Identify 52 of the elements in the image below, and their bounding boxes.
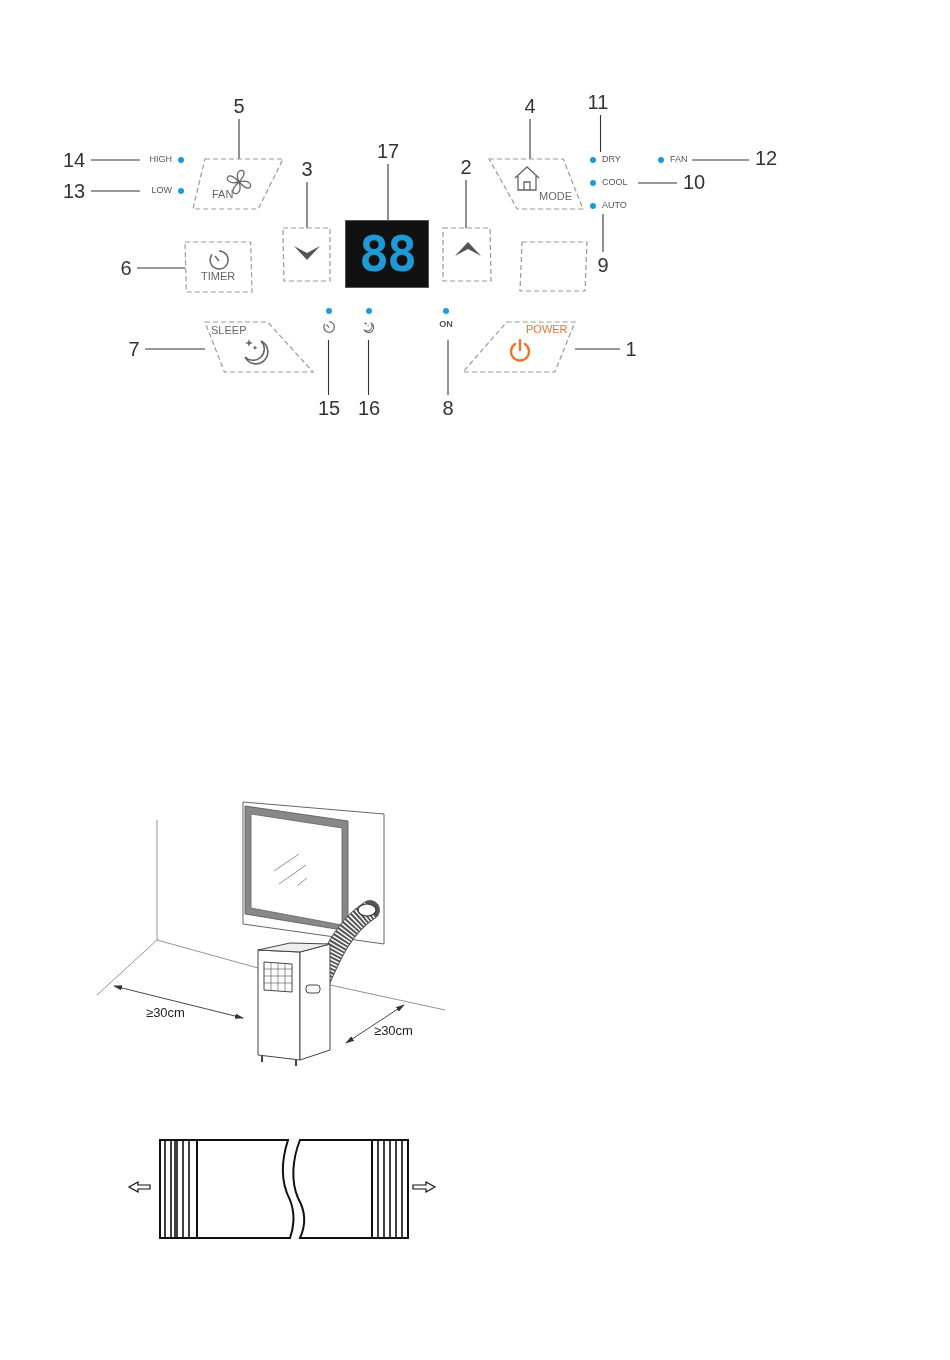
leader-line [367,339,370,396]
sleep-button: SLEEP [205,322,313,372]
callout-number: 7 [127,338,141,360]
indicator-light: AUTO [590,198,636,214]
dimension-label: ≥30cm [146,1006,185,1019]
callout-number: 3 [300,158,314,180]
leader-line [144,348,206,350]
leader-line [90,159,141,161]
dimension-label: ≥30cm [374,1024,413,1037]
callout-number: 5 [232,95,246,117]
led-display: 88 [345,220,429,288]
leader-line [327,339,330,396]
callout-number: 8 [441,397,455,419]
leader-line [465,179,467,229]
leader-line [599,114,602,153]
leader-line [238,118,240,160]
indicator-light: FAN [658,152,692,168]
indicator-light: COOL [590,175,638,191]
leader-line [387,163,389,221]
callout-number: 12 [753,147,779,169]
leader-line [529,118,531,160]
callout-number: 4 [523,95,537,117]
indicator-light: ON [436,308,456,340]
leader-line [637,182,678,184]
callout-number: 14 [61,149,87,171]
timer-button: TIMER [185,242,252,292]
callout-number: 2 [459,156,473,178]
fan-button: FAN [192,159,284,209]
callout-number: 15 [316,397,342,419]
indicator-light: HIGH [140,152,184,168]
blank-button [520,242,587,291]
callout-number: 6 [119,257,133,279]
callout-number: 16 [356,397,382,419]
indicator-light: DRY [590,152,630,168]
indicator-light: LOW [140,183,184,199]
leader-line [90,190,141,192]
callout-number: 13 [61,180,87,202]
down-button [282,228,330,281]
callout-number: 10 [681,171,707,193]
callout-number: 1 [624,338,638,360]
power-button: POWER [463,322,575,372]
callout-number: 11 [585,91,611,113]
leader-line [602,213,604,253]
leader-line [574,348,621,350]
callout-number: 17 [375,140,401,162]
up-button [443,228,492,281]
leader-line [447,339,449,396]
leader-line [306,181,308,229]
leader-line [691,159,750,161]
leader-line [136,267,186,269]
mode-button: MODE [489,159,583,209]
callout-number: 9 [596,254,610,276]
